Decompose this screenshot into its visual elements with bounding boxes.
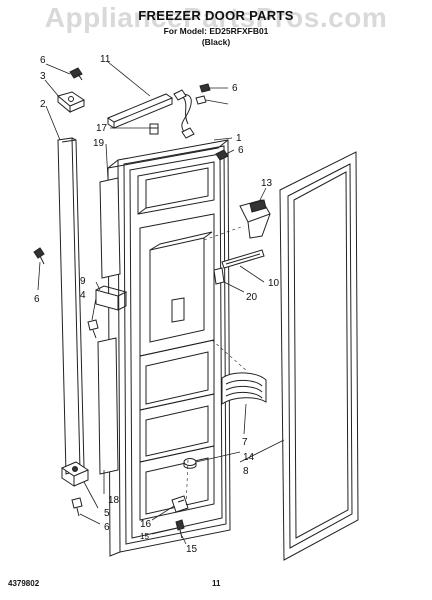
part-clip	[213, 267, 225, 285]
callout-9: 9	[80, 276, 86, 287]
part-wire-harness	[173, 89, 195, 139]
part-top-trim	[106, 93, 174, 129]
callout-labels: 6 3 2 11 6 17 19 1 6 13 6 9 4 10 20 7 14…	[34, 54, 280, 555]
watermark: AppliancePartsPros.com	[44, 2, 388, 33]
callout-1: 1	[236, 133, 242, 144]
part-door-assembly	[107, 139, 231, 557]
page-number: 11	[212, 579, 221, 588]
callout-14: 14	[243, 452, 255, 463]
screw-icon	[33, 247, 45, 265]
callout-18: 18	[108, 495, 120, 506]
part-bracket	[95, 285, 128, 311]
callout-2: 2	[40, 99, 46, 110]
diagram-title: FREEZER DOOR PARTS	[138, 8, 294, 23]
callout-5: 5	[104, 508, 110, 519]
color-variant: (Black)	[201, 37, 231, 47]
callout-8: 8	[243, 466, 249, 477]
callout-19: 19	[93, 138, 105, 149]
screw-icon	[215, 149, 229, 161]
callout-11: 11	[100, 54, 111, 65]
alignment-lines	[185, 225, 249, 511]
callout-10: 10	[268, 278, 280, 289]
part-shelf-bins	[221, 372, 267, 405]
callout-17: 17	[96, 123, 108, 134]
part-hinge-pin	[171, 495, 189, 513]
document-number: 4379802	[8, 579, 40, 588]
part-trim-strip	[57, 137, 85, 475]
callout-20: 20	[246, 292, 258, 303]
screw-icon	[69, 67, 83, 81]
part-hinge-top	[56, 91, 86, 114]
callout-6: 6	[238, 145, 244, 156]
callout-16: 16	[140, 519, 152, 530]
part-insulation-upper	[99, 177, 121, 279]
callout-15: 15	[186, 544, 198, 555]
part-insulation-lower	[97, 337, 119, 475]
callout-6: 6	[104, 522, 110, 533]
callout-13: 13	[261, 178, 273, 189]
part-door-gasket	[279, 151, 359, 561]
part-gasket-strip	[221, 249, 265, 269]
callout-4: 4	[80, 290, 86, 301]
screw-icon	[71, 497, 83, 517]
callout-3: 3	[40, 71, 46, 82]
model-number: For Model: ED25RFXFB01	[163, 26, 269, 36]
callout-7: 7	[242, 437, 248, 448]
part-plug	[149, 123, 159, 135]
callout-6: 6	[34, 294, 40, 305]
part-hinge-bottom	[60, 461, 90, 487]
callout-6: 6	[232, 83, 238, 94]
screw-icon	[87, 319, 99, 339]
callout-6: 6	[40, 55, 46, 66]
screw-icon	[175, 519, 185, 539]
screw-icon	[195, 83, 211, 105]
part-ice-chute	[239, 199, 271, 239]
leader-lines	[37, 61, 285, 545]
callout-15: 15	[140, 532, 149, 541]
